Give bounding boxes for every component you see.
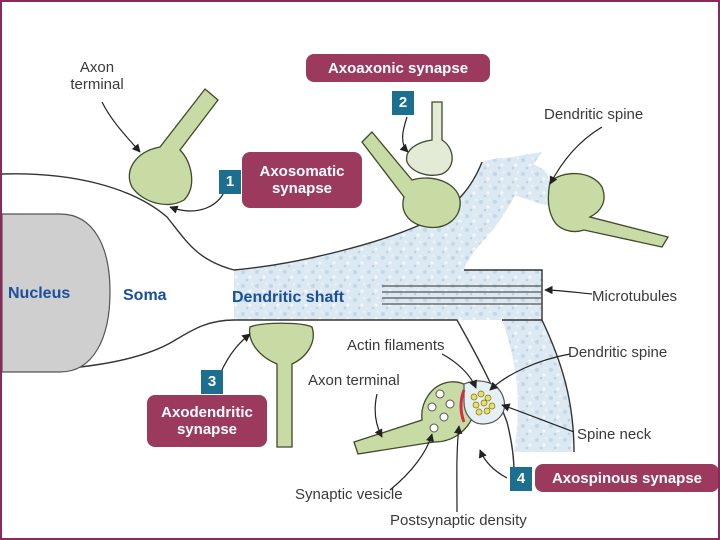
- label-axon-terminal-top: Axon terminal: [62, 59, 132, 93]
- synapse-label-axoaxonic-line1: Axoaxonic synapse: [327, 59, 469, 77]
- label-postsynaptic-density: Postsynaptic density: [390, 512, 527, 529]
- label-dendritic-spine-top: Dendritic spine: [544, 106, 644, 123]
- axon-terminals: [128, 88, 670, 455]
- synapse-label-axodendritic: Axodendritic synapse: [147, 395, 267, 447]
- label-dendritic-shaft: Dendritic shaft: [232, 289, 345, 306]
- synapse-label-axosomatic: Axosomatic synapse: [242, 152, 362, 208]
- axospinous-spine: [459, 380, 506, 425]
- label-dendritic-spine-bottom: Dendritic spine: [568, 344, 668, 361]
- synapse-label-axospinous-line1: Axospinous synapse: [551, 469, 703, 487]
- label-axon-terminal-top-line2: terminal: [70, 76, 124, 93]
- synapse-label-axosomatic-line2: synapse: [271, 180, 333, 197]
- microtubules-lines: [382, 285, 542, 305]
- synapse-number-1: 1: [219, 170, 241, 194]
- dendritic-spine-top-shape: [547, 172, 670, 248]
- axoaxonic-terminal-upper: [405, 101, 453, 176]
- synapse-number-3: 3: [201, 370, 223, 394]
- label-soma: Soma: [123, 287, 167, 304]
- axodendritic-terminal: [248, 322, 314, 448]
- label-axon-terminal-bottom: Axon terminal: [308, 372, 400, 389]
- synapse-label-axosomatic-line1: Axosomatic: [259, 163, 345, 180]
- label-nucleus: Nucleus: [8, 285, 71, 302]
- synapse-label-axodendritic-line1: Axodendritic: [161, 404, 253, 421]
- dendrite: [234, 152, 573, 452]
- synapse-label-axospinous: Axospinous synapse: [535, 464, 718, 492]
- label-axon-terminal-top-line1: Axon: [79, 59, 115, 76]
- label-synaptic-vesicle: Synaptic vesicle: [295, 486, 403, 503]
- synapse-number-4: 4: [510, 467, 532, 491]
- synapse-label-axodendritic-line2: synapse: [176, 421, 238, 438]
- synapse-number-2: 2: [392, 91, 414, 115]
- synaptic-vesicles: [427, 389, 455, 433]
- label-spine-neck: Spine neck: [577, 426, 652, 443]
- nucleus-shape: [2, 213, 111, 373]
- label-actin-filaments: Actin filaments: [347, 337, 445, 354]
- synapse-label-axoaxonic: Axoaxonic synapse: [306, 54, 490, 82]
- axoaxonic-terminal-lower: [361, 131, 461, 229]
- label-microtubules: Microtubules: [592, 288, 678, 305]
- axosomatic-terminal: [128, 88, 219, 205]
